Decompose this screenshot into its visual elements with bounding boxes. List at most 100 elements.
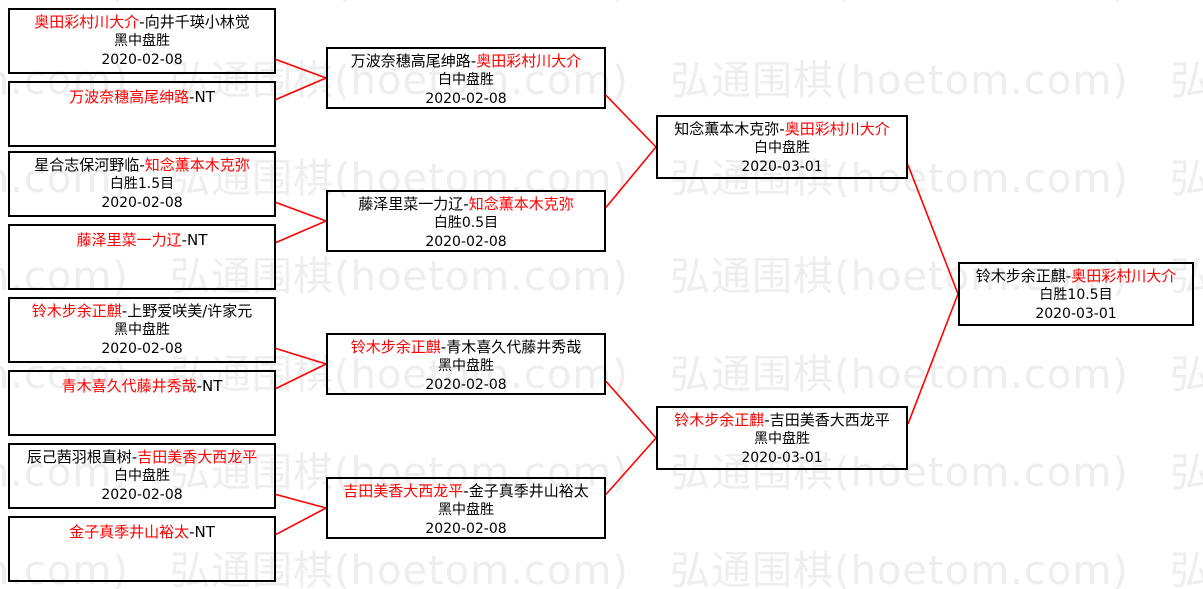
match-result: 黑中盘胜: [438, 358, 494, 374]
watermark-tile: 弘通围棋(hoetom.com): [670, 548, 1129, 589]
connector-line: [605, 380, 657, 439]
player-left: 辰己茜羽根直树: [26, 448, 132, 466]
player-left: 知念薫本木克弥: [674, 120, 780, 138]
match-box[interactable]: 金子真季井山裕太-NT: [8, 516, 276, 582]
match-box[interactable]: 藤泽里菜一力辽-知念薫本木克弥白胜0.5目 2020-02-08: [326, 190, 606, 252]
connector-line: [605, 437, 657, 495]
match-result: 白胜10.5目: [1039, 287, 1113, 303]
match-players: 铃木步余正麒-奥田彩村川大介: [960, 267, 1192, 286]
player-separator: -: [779, 120, 785, 138]
watermark-tile: 弘通围棋(hoetom.com): [170, 0, 629, 8]
player-right: NT: [194, 88, 215, 106]
connector-line: [275, 77, 327, 101]
player-separator: -: [139, 13, 145, 31]
player-right: 吉田美香大西龙平: [769, 411, 890, 429]
match-date: 2020-02-08: [425, 521, 507, 537]
player-right: 上野爱咲美/许家元: [127, 302, 253, 320]
player-separator: -: [463, 195, 469, 213]
match-players: 辰己茜羽根直树-吉田美香大西龙平: [10, 448, 274, 467]
player-separator: -: [440, 338, 447, 356]
match-players: 吉田美香大西龙平-金子真季井山裕太: [328, 482, 604, 501]
watermark-tile: 弘通围棋(hoetom.com): [1170, 450, 1203, 496]
match-box[interactable]: 青木喜久代藤井秀哉-NT: [8, 370, 276, 436]
player-right: 奥田彩村川大介: [476, 52, 582, 70]
match-date: 2020-02-08: [101, 341, 183, 357]
match-result: 白中盘胜: [438, 72, 494, 88]
watermark-tile: 弘通围棋(hoetom.com): [1170, 548, 1203, 589]
player-right: NT: [194, 523, 215, 541]
player-left: 铃木步余正麒: [975, 267, 1066, 285]
player-separator: -: [470, 52, 477, 70]
player-separator: -: [181, 231, 188, 249]
player-separator: -: [196, 377, 203, 395]
match-players: 金子真季井山裕太-NT: [10, 521, 274, 542]
watermark-tile: 弘通围棋(hoetom.com): [670, 352, 1129, 398]
match-players: 铃木步余正麒-青木喜久代藤井秀哉: [328, 338, 604, 357]
player-right: 知念薫本木克弥: [468, 195, 574, 213]
match-players: 藤泽里菜一力辽-NT: [10, 229, 274, 250]
watermark-tile: 弘通围棋(hoetom.com): [1170, 0, 1203, 8]
player-right: 奥田彩村川大介: [1071, 267, 1177, 285]
connector-line: [605, 146, 657, 208]
match-players: 万波奈穗高尾绅路-NT: [10, 86, 274, 107]
match-date: 2020-03-01: [741, 450, 823, 466]
match-date: 2020-02-08: [425, 234, 507, 250]
connector-line: [275, 363, 327, 390]
match-box[interactable]: 铃木步余正麒-吉田美香大西龙平黑中盘胜 2020-03-01: [656, 406, 908, 470]
match-result: 白中盘胜: [114, 468, 170, 484]
player-separator: -: [1065, 267, 1072, 285]
match-result: 白胜0.5目: [433, 215, 499, 231]
connector-line: [275, 493, 327, 509]
match-players: 奥田彩村川大介-向井千瑛小林觉: [10, 13, 274, 32]
match-box[interactable]: 藤泽里菜一力辽-NT: [8, 224, 276, 290]
player-left: 万波奈穗高尾绅路: [69, 88, 190, 106]
match-result: 黑中盘胜: [114, 322, 170, 338]
player-left: 万波奈穗高尾绅路: [350, 52, 471, 70]
match-players: 铃木步余正麒-吉田美香大西龙平: [658, 411, 906, 430]
player-right: 奥田彩村川大介: [784, 120, 890, 138]
connector-line: [275, 507, 327, 536]
match-date: 2020-02-08: [101, 487, 183, 503]
player-left: 藤泽里菜一力辽: [358, 195, 464, 213]
match-date: 2020-02-08: [101, 195, 183, 211]
watermark-tile: 弘通围棋(hoetom.com): [670, 0, 1129, 8]
connector-line: [605, 94, 657, 148]
connector-line: [275, 201, 327, 222]
match-box[interactable]: 万波奈穗高尾绅路-奥田彩村川大介白中盘胜 2020-02-08: [326, 47, 606, 109]
match-box[interactable]: 万波奈穗高尾绅路-NT: [8, 81, 276, 147]
player-separator: -: [189, 88, 195, 106]
match-box[interactable]: 吉田美香大西龙平-金子真季井山裕太黑中盘胜 2020-02-08: [326, 477, 606, 539]
player-right: 知念薫本木克弥: [144, 156, 250, 174]
player-left: 奥田彩村川大介: [34, 13, 140, 31]
player-separator: -: [139, 156, 145, 174]
player-left: 吉田美香大西龙平: [343, 482, 464, 500]
match-date: 2020-02-08: [425, 91, 507, 107]
player-separator: -: [463, 482, 469, 500]
connector-line: [907, 164, 959, 295]
player-left: 铃木步余正麒: [31, 302, 122, 320]
player-left: 青木喜久代藤井秀哉: [61, 377, 197, 395]
match-date: 2020-02-08: [101, 52, 183, 68]
player-left: 铃木步余正麒: [350, 338, 441, 356]
match-result: 黑中盘胜: [438, 502, 494, 518]
player-separator: -: [131, 448, 138, 466]
player-right: 青木喜久代藤井秀哉: [446, 338, 582, 356]
match-date: 2020-03-01: [1035, 306, 1117, 322]
player-right: 吉田美香大西龙平: [137, 448, 258, 466]
match-result: 黑中盘胜: [754, 431, 810, 447]
connector-line: [907, 293, 959, 425]
watermark-tile: 弘通围棋(hoetom.com): [670, 58, 1129, 104]
watermark-tile: 弘通围棋(hoetom.com): [0, 0, 129, 8]
watermark-tile: 弘通围棋(hoetom.com): [1170, 352, 1203, 398]
match-players: 青木喜久代藤井秀哉-NT: [10, 375, 274, 396]
player-left: 铃木步余正麒: [674, 411, 765, 429]
match-result: 白中盘胜: [754, 140, 810, 156]
